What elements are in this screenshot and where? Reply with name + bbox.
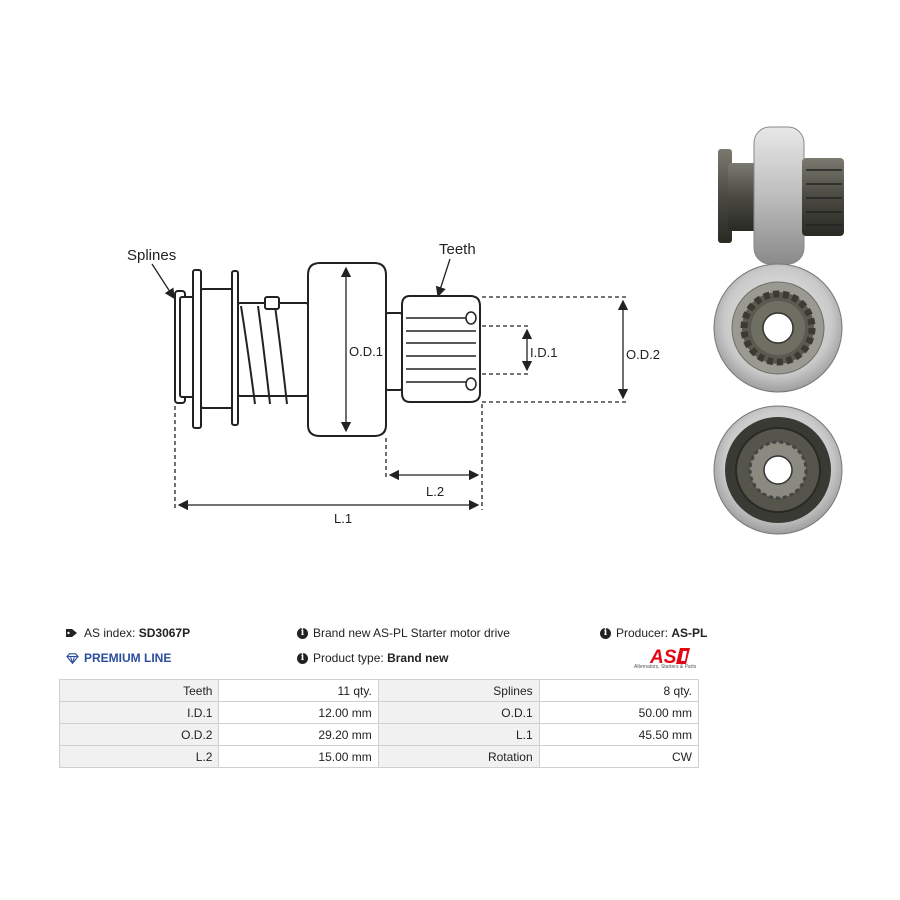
spec-value: 29.20 mm [218,723,379,746]
spec-value: 8 qty. [538,679,700,702]
label-l2: L.2 [426,484,444,499]
spec-value: 15.00 mm [218,745,379,768]
spec-label: O.D.1 [377,701,540,724]
description-row: i Brand new AS-PL Starter motor drive [297,626,510,640]
spec-label: I.D.1 [58,701,220,724]
product-type-label: Product type: [313,651,384,665]
spec-value: 12.00 mm [218,701,379,724]
dimension-lines [151,258,629,511]
product-photo-rear [713,405,843,535]
spec-label: Splines [377,679,540,702]
as-index-row: AS index: SD3067P [66,626,190,640]
info-icon: i [297,652,308,664]
producer-value: AS-PL [671,626,708,640]
label-od2: O.D.2 [626,347,660,362]
premium-line-label: PREMIUM LINE [84,651,172,665]
producer-row: i Producer: AS-PL [600,626,707,640]
description-text: Brand new AS-PL Starter motor drive [313,626,510,640]
as-index-value: SD3067P [138,626,191,640]
as-index-label: AS index: [84,626,136,640]
label-od1: O.D.1 [349,344,383,359]
product-type-row: i Product type: Brand new [297,651,448,665]
label-teeth: Teeth [439,241,476,258]
product-photo-front [713,263,843,393]
logo-subtitle: Alternators, Starters & Parts [634,664,697,670]
producer-label: Producer: [616,626,669,640]
premium-line-row: PREMIUM LINE [66,651,171,665]
tag-icon [66,629,77,637]
spec-label: O.D.2 [58,723,220,746]
spec-label: Teeth [58,679,220,702]
info-icon: i [297,627,308,639]
info-icon: i [600,627,611,639]
spec-value: 50.00 mm [538,701,700,724]
product-photo-side [718,126,844,265]
starter-drive-outline [174,262,481,437]
spec-label: L.2 [58,745,220,768]
diamond-icon [66,652,79,664]
product-type-value: Brand new [387,651,449,665]
spec-label: L.1 [377,723,540,746]
spec-value: 45.50 mm [538,723,700,746]
label-splines: Splines [127,247,176,264]
label-id1: I.D.1 [530,345,557,360]
as-pl-logo: AS [649,647,690,668]
spec-label: Rotation [377,745,540,768]
label-l1: L.1 [334,511,352,526]
svg-text:AS: AS [649,647,677,668]
spec-value: 11 qty. [218,679,379,702]
technical-drawing: Splines Teeth O.D.1 I.D.1 O.D.2 L.2 L.1 [127,126,844,535]
spec-value: CW [538,745,700,768]
